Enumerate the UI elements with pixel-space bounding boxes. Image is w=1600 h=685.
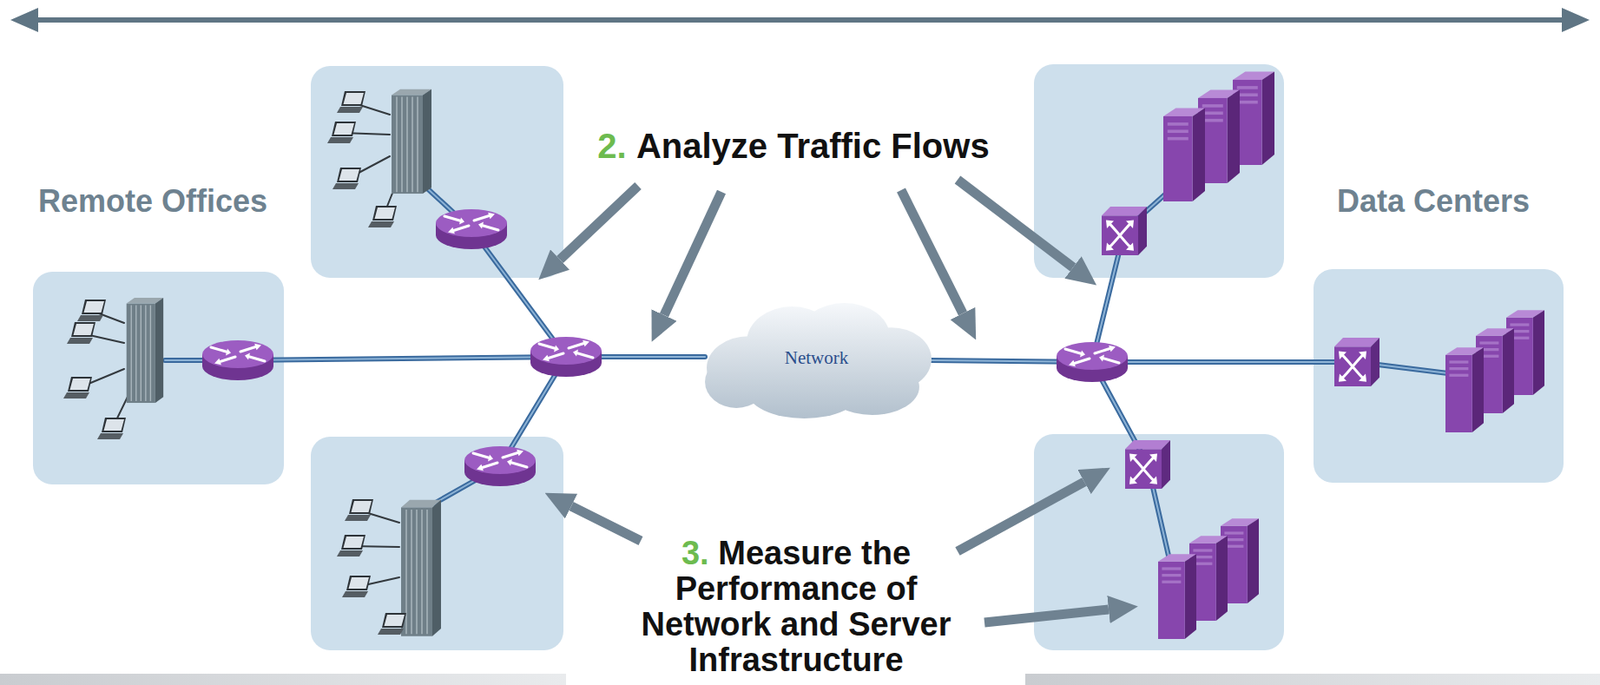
laptop-icon <box>66 322 96 344</box>
server-racks <box>1158 71 1545 639</box>
link-highlight <box>164 186 1449 556</box>
office-buildings <box>126 89 442 637</box>
region-label-group: Data Centers <box>1336 183 1530 220</box>
office-building <box>126 297 164 403</box>
router-icon <box>530 336 602 377</box>
laptop-icon <box>97 417 126 440</box>
network-cloud: Network <box>694 296 939 419</box>
router-icon <box>464 446 536 487</box>
office-building <box>391 89 432 194</box>
switch-icon <box>1334 337 1380 387</box>
arrow-head <box>1561 7 1590 33</box>
span-arrow <box>10 7 1590 33</box>
laptop-icon <box>336 534 366 557</box>
leader-arrow <box>957 179 1074 268</box>
leader-arrow <box>664 191 722 316</box>
laptops <box>63 91 407 635</box>
server-tower <box>1445 347 1484 433</box>
laptop-icon <box>377 612 407 635</box>
leader-arrow <box>984 609 1109 623</box>
node-label: Network <box>784 346 849 369</box>
cloud-puff <box>704 355 768 408</box>
router-icon <box>1056 342 1128 382</box>
callout-group: 2. Analyze Traffic Flows <box>597 126 989 165</box>
laptop-icon <box>332 167 362 190</box>
switches <box>1101 206 1380 489</box>
leader-arrow <box>901 190 963 314</box>
server-tower <box>1163 107 1205 202</box>
laptop-icon <box>342 575 371 598</box>
leader-arrow <box>571 506 641 541</box>
callout-text: Analyze Traffic Flows <box>636 126 990 165</box>
office-panel <box>32 271 284 485</box>
leader-arrow <box>957 481 1085 552</box>
router-icon <box>202 340 274 381</box>
laptop-icon <box>368 205 397 228</box>
region-label: Remote Offices <box>38 183 268 219</box>
footer-bar <box>0 673 567 685</box>
arrow-head <box>10 7 39 33</box>
laptop-icon <box>77 299 106 322</box>
link-wire <box>164 186 1449 556</box>
region-label: Data Centers <box>1336 183 1530 219</box>
laptop-icon <box>327 121 356 144</box>
office-panel <box>310 436 564 651</box>
region-label-group: Remote Offices <box>38 183 268 220</box>
office-panel <box>310 65 564 278</box>
span-line <box>34 17 1566 23</box>
callout-number: 2. <box>597 126 626 165</box>
laptop-icon <box>344 499 374 521</box>
leader-arrow <box>559 185 639 260</box>
server-tower <box>1158 553 1197 639</box>
office-building <box>401 500 442 637</box>
laptop-icon <box>63 376 93 399</box>
laptop-icon <box>336 91 366 113</box>
callout-number: 3. <box>681 534 710 572</box>
switch-icon <box>1101 206 1147 256</box>
datacenter-panel <box>1033 64 1284 278</box>
datacenter-panel <box>1313 269 1564 483</box>
router-icon <box>435 209 507 250</box>
footer-bar <box>1025 673 1600 685</box>
lan-wire <box>78 102 404 625</box>
node-text-block: Network <box>784 346 849 369</box>
callout-group: 3.Measure the Performance of Network and… <box>625 535 968 679</box>
switch-icon <box>1125 440 1171 489</box>
routers <box>202 209 1128 487</box>
